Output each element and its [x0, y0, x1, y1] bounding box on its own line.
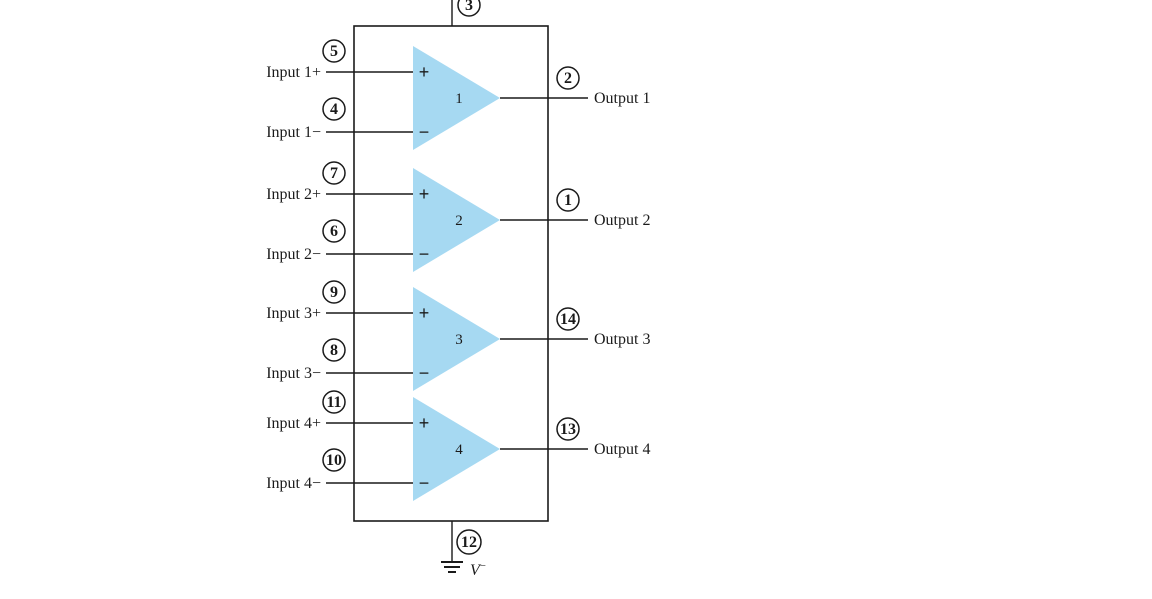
amplifier-4-input-plus-label: Input 4+ — [266, 415, 321, 432]
amplifier-1-plus-pin-number: 5 — [330, 43, 338, 60]
amplifier-2-plus-pin-circle — [322, 161, 346, 185]
amplifier-1-output-pin-number: 2 — [564, 70, 572, 87]
amplifier-2-output-pin-circle — [556, 188, 580, 212]
amplifier-4-plus-sign: + — [419, 413, 430, 433]
amplifier-4-minus-pin-number: 10 — [326, 452, 342, 469]
amplifier-3-output-pin-number: 14 — [560, 311, 576, 328]
amplifier-1-minus-pin-number: 4 — [330, 101, 338, 118]
amplifier-3-minus-pin-number: 8 — [330, 342, 338, 359]
amplifier-3-plus-pin-circle — [322, 280, 346, 304]
amplifier-3-plus-pin-number: 9 — [330, 284, 338, 301]
amplifier-2-triangle — [413, 168, 500, 272]
amplifier-2-input-plus-label: Input 2+ — [266, 186, 321, 203]
amplifier-2-output-pin-number: 1 — [564, 192, 572, 209]
amplifier-4-minus-sign: − — [419, 473, 430, 493]
amplifier-2-plus-sign: + — [419, 184, 430, 204]
amplifier-2-plus-pin-number: 7 — [330, 165, 338, 182]
pin-number-bottom-supply: 12 — [461, 534, 477, 551]
amplifier-1-plus-sign: + — [419, 62, 430, 82]
amplifier-4-number: 4 — [455, 442, 463, 458]
ic-package-outline — [353, 25, 549, 522]
amplifier-3-input-minus-label: Input 3− — [266, 365, 321, 382]
amplifier-1-input-plus-label: Input 1+ — [266, 64, 321, 81]
amplifier-1-number: 1 — [455, 91, 463, 107]
pin-bottom-supply: 12 — [456, 529, 482, 555]
amplifier-4-plus-pin-number: 11 — [326, 394, 341, 411]
amplifier-1-output-pin-circle — [556, 66, 580, 90]
amplifier-3-minus-pin-circle — [322, 338, 346, 362]
pin-top-supply: 3 — [457, 0, 481, 17]
supply-label: V− — [470, 560, 486, 579]
amplifier-4-output-pin-circle — [556, 417, 580, 441]
amplifier-3-number: 3 — [455, 332, 463, 348]
pin-number-top-supply: 3 — [465, 0, 473, 14]
amplifier-1-triangle — [413, 46, 500, 150]
ground-icon — [441, 561, 463, 573]
amplifier-2-minus-pin-number: 6 — [330, 223, 338, 240]
amplifier-1-output-label: Output 1 — [594, 90, 650, 107]
amplifier-4-output-pin-number: 13 — [560, 421, 576, 438]
amplifier-2-number: 2 — [455, 213, 463, 229]
amplifier-3-output-pin-circle — [556, 307, 580, 331]
amplifier-3-input-plus-label: Input 3+ — [266, 305, 321, 322]
amplifier-1-minus-pin-circle — [322, 97, 346, 121]
amplifier-1-plus-pin-circle — [322, 39, 346, 63]
amplifier-3-minus-sign: − — [419, 363, 430, 383]
amplifier-4-output-label: Output 4 — [594, 441, 650, 458]
amplifier-2-output-label: Output 2 — [594, 212, 650, 229]
amplifier-4-triangle — [413, 397, 500, 501]
amplifier-2-minus-sign: − — [419, 244, 430, 264]
amplifier-4-input-minus-label: Input 4− — [266, 475, 321, 492]
amplifier-4-minus-pin-circle — [322, 448, 346, 472]
amplifier-2-minus-pin-circle — [322, 219, 346, 243]
amplifier-3-triangle — [413, 287, 500, 391]
amplifier-1-minus-sign: − — [419, 122, 430, 142]
amplifier-2-input-minus-label: Input 2− — [266, 246, 321, 263]
amplifier-3-plus-sign: + — [419, 303, 430, 323]
amplifier-1-input-minus-label: Input 1− — [266, 124, 321, 141]
amplifier-4-plus-pin-circle — [322, 390, 346, 414]
amplifier-3-output-label: Output 3 — [594, 331, 650, 348]
